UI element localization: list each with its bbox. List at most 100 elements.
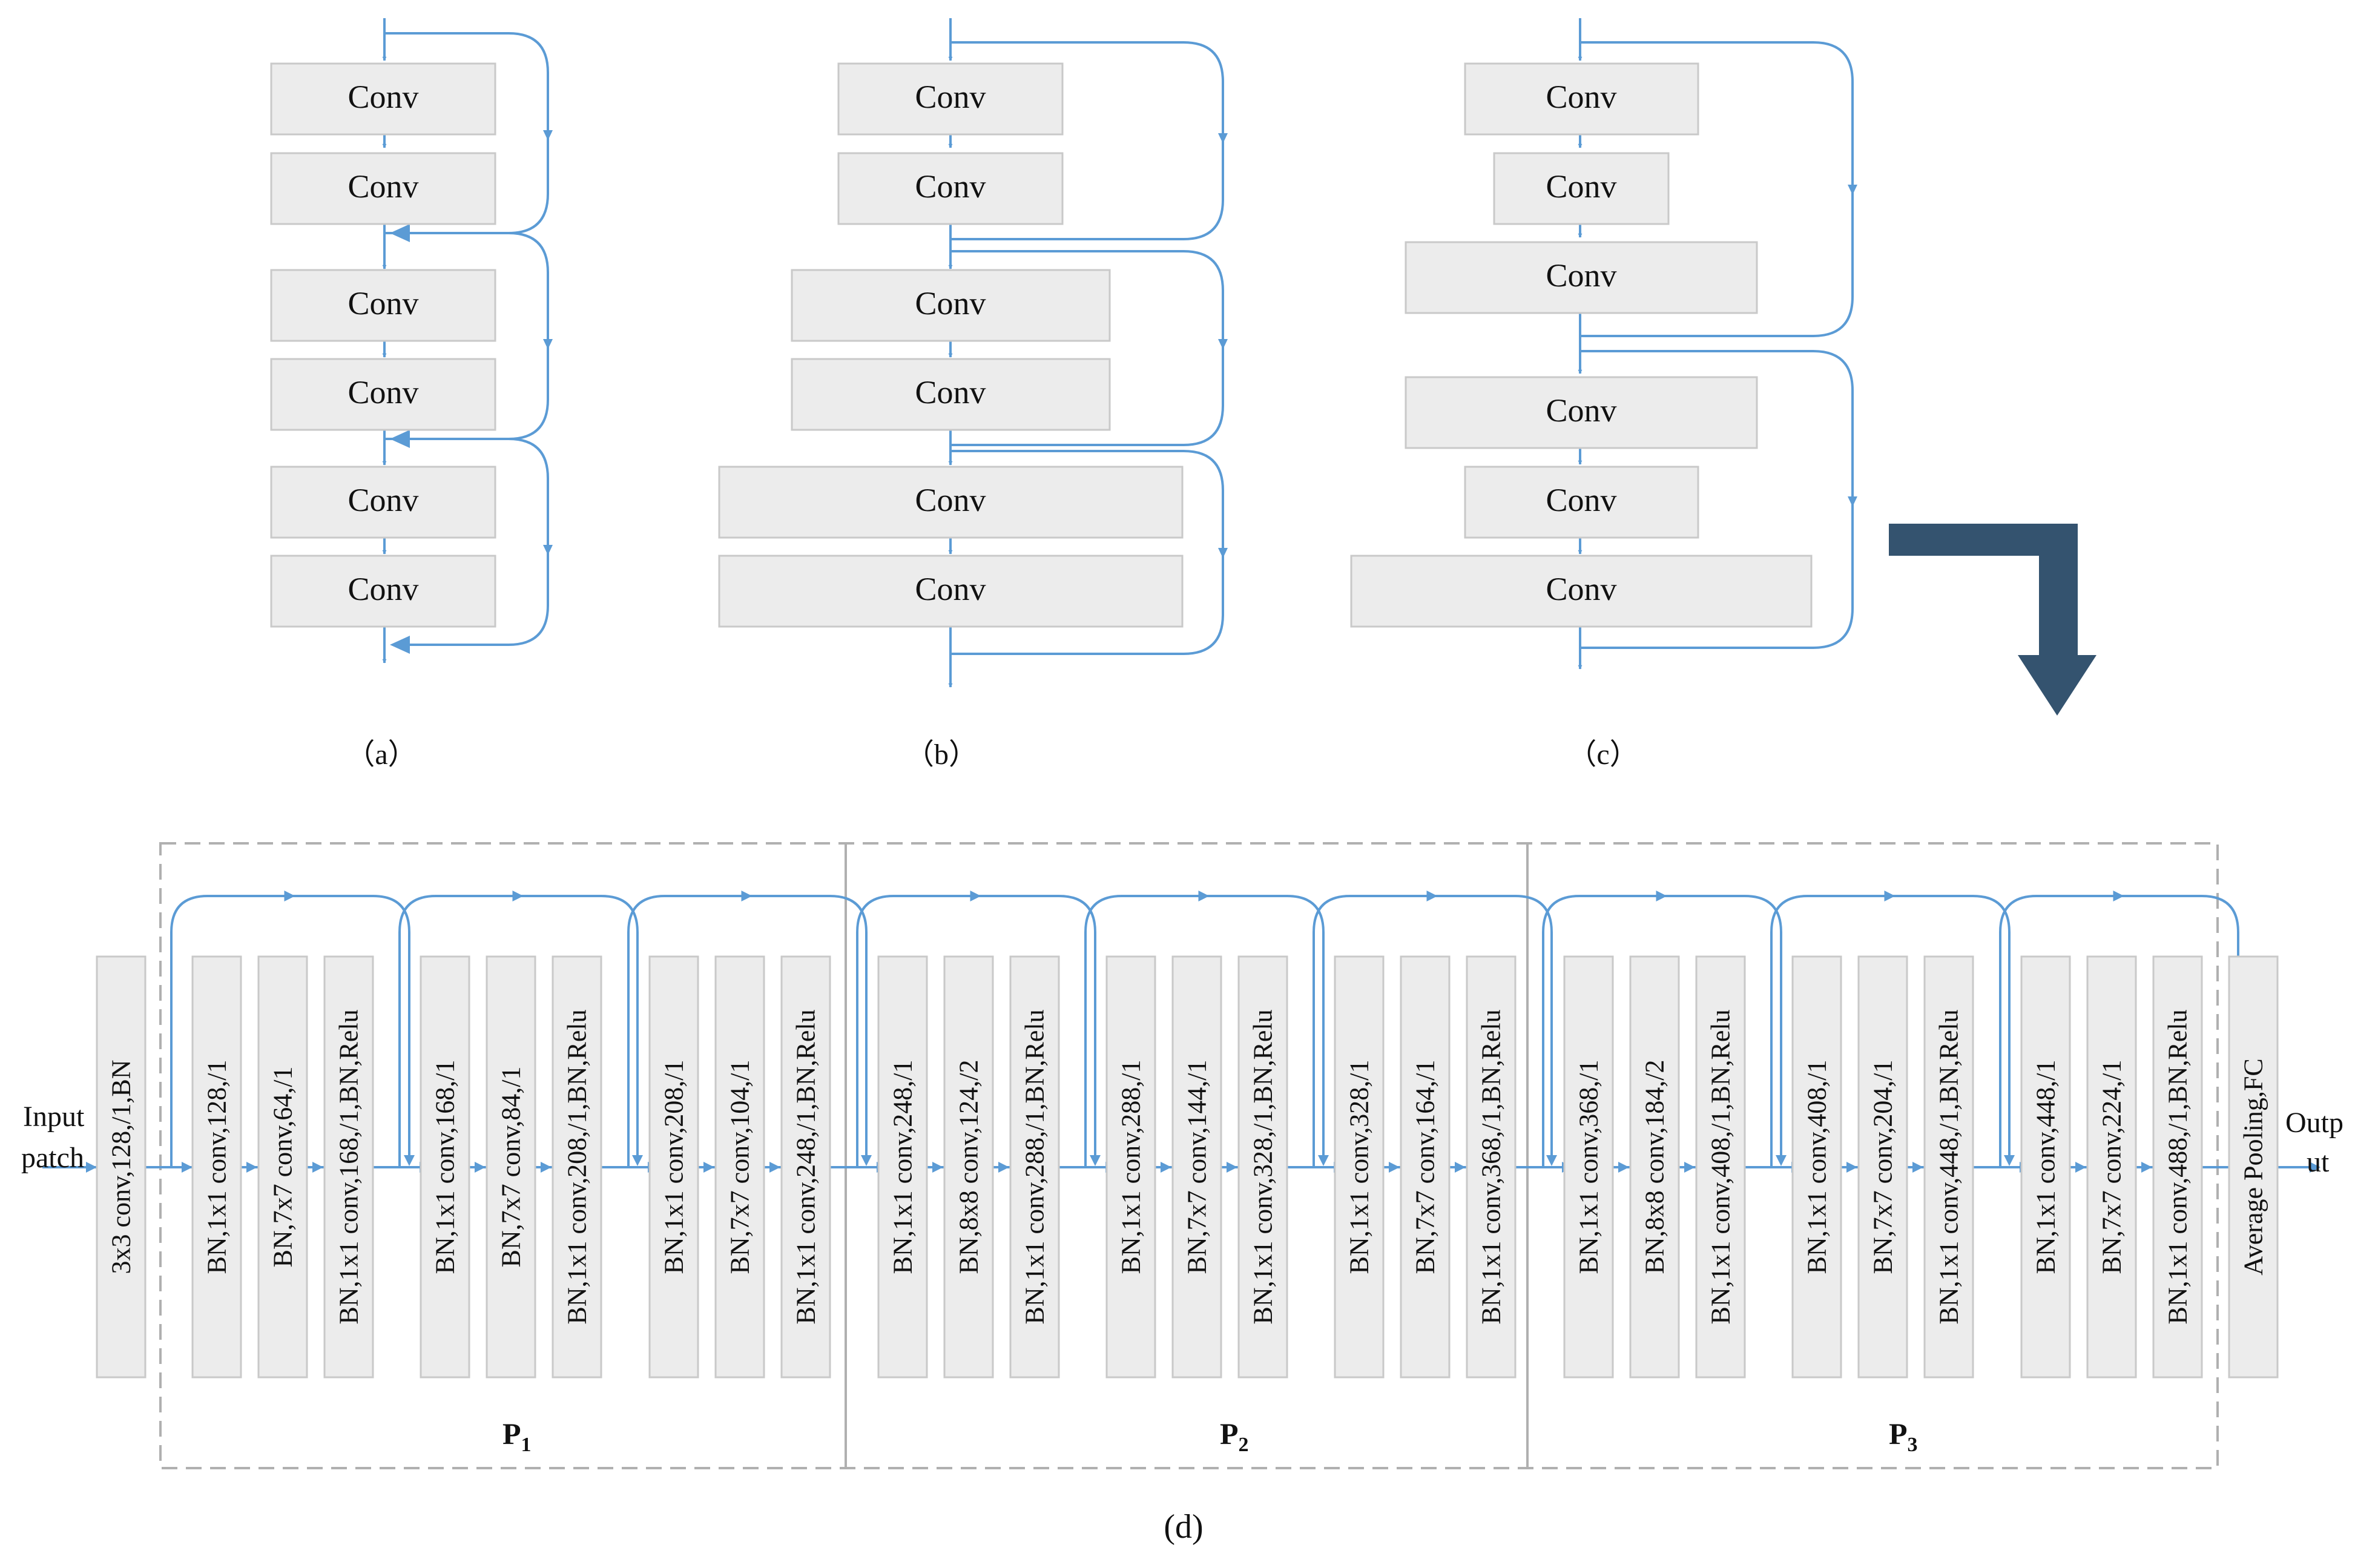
panel-d-merge-arrow [1776, 1155, 1787, 1166]
panel-d-output-label: ut [2307, 1146, 2330, 1178]
panel-d-layer-block [1629, 955, 1680, 1379]
panel-d-layer-block [1857, 955, 1908, 1379]
panel-d-layer-block [714, 955, 765, 1379]
panel-d-layer-label: BN,1x1 conv,328,/1,BN,Relu [1248, 1009, 1278, 1324]
panel-d-input-label: patch [21, 1142, 84, 1174]
panel-c-conv-label: Conv [1546, 392, 1616, 429]
panel-d-layer-block [1105, 955, 1156, 1379]
panel-c: Conv Conv Conv Conv Conv Conv （c） [1350, 18, 1857, 771]
panel-d-layer-block [1695, 955, 1746, 1379]
panel-d-flow-arrow [998, 1162, 1009, 1173]
panel-b-conv-block [837, 152, 1064, 225]
panel-d-flow-arrow [2075, 1162, 2086, 1173]
panel-d-layer-label: BN,1x1 conv,328,/1 [1345, 1059, 1374, 1274]
panel-d-layer-block [323, 955, 374, 1379]
panel-d-layer-block [1334, 955, 1385, 1379]
panel-d-layer-label: BN,1x1 conv,248,/1,BN,Relu [791, 1009, 821, 1324]
panel-d-layer-block [420, 955, 470, 1379]
panel-d-merge-arrow [861, 1155, 872, 1166]
panel-c-conv-label: Conv [1546, 482, 1616, 518]
panel-a-conv-block [270, 555, 496, 628]
panel-d-layer-block [1466, 955, 1517, 1379]
panel-d-layer-block [943, 955, 994, 1379]
panel-b-conv-label: Conv [915, 285, 986, 321]
panel-b-conv-label: Conv [915, 482, 986, 518]
panel-a-conv-block [270, 62, 496, 136]
panel-d-flow-arrow [246, 1162, 257, 1173]
panel-d-layer-block [877, 955, 928, 1379]
panel-d-output-arrow [2310, 1162, 2320, 1173]
panel-d-group-label: P1 [502, 1417, 532, 1456]
panel-b-conv-block [718, 555, 1184, 628]
panel-d-merge-arrow [1090, 1155, 1101, 1166]
panel-a-skip-arrow [543, 545, 553, 555]
panel-d-layer-label: BN,1x1 conv,168,/1,BN,Relu [334, 1009, 364, 1324]
panel-a-skip-2 [384, 232, 549, 440]
panel-d-layer-block [2152, 955, 2203, 1379]
panel-b-conv-label: Conv [915, 168, 986, 205]
panel-b-conv-block [837, 62, 1064, 136]
panel-d-merge-arrow [404, 1155, 415, 1166]
panel-d-group-label: P3 [1889, 1417, 1918, 1456]
panel-d-layer-label: BN,7x7 conv,204,/1 [1868, 1059, 1898, 1274]
panel-d-layer-block [648, 955, 699, 1379]
panel-c-caption: （c） [1567, 739, 1638, 771]
panel-d-layer-label: BN,1x1 conv,408,/1,BN,Relu [1706, 1009, 1736, 1324]
panel-b: Conv Conv Conv Conv Conv Conv （b） [718, 18, 1228, 771]
panel-b-conv-block [791, 269, 1111, 342]
panel-d-layer-label: BN,7x7 conv,224,/1 [2097, 1059, 2127, 1274]
panel-d-layer-label: BN,8x8 conv,124,/2 [954, 1059, 984, 1274]
panel-d-skip-arrow [1656, 891, 1667, 901]
panel-d-layer-block [552, 955, 602, 1379]
panel-a-caption: （a） [346, 739, 417, 771]
panel-d-layer-label: BN,1x1 conv,288,/1 [1116, 1059, 1146, 1274]
panel-d-layer-block [2020, 955, 2071, 1379]
panel-b-conv-label: Conv [915, 571, 986, 607]
panel-d-layer-label: BN,1x1 conv,288,/1,BN,Relu [1020, 1009, 1050, 1324]
panel-a-conv-label: Conv [347, 571, 418, 607]
panel-d-merge-arrow [1318, 1155, 1329, 1166]
panel-d-first-label: 3x3 conv,128,/1,BN [107, 1059, 136, 1274]
panel-d-flow-arrow [1618, 1162, 1629, 1173]
panel-d-layer-label: BN,1x1 conv,208,/1 [659, 1059, 689, 1274]
panel-d-skip-arrow [512, 891, 524, 901]
panel-d-merge-arrow [1546, 1155, 1557, 1166]
panel-d-flow-arrow [1684, 1162, 1695, 1173]
panel-d-layer-block [486, 955, 536, 1379]
panel-d-flow-arrow [2141, 1162, 2152, 1173]
panel-d-caption: (d) [1164, 1508, 1203, 1546]
panel-d-layer-label: BN,7x7 conv,144,/1 [1182, 1059, 1212, 1274]
flow-bent-arrow-icon [1889, 524, 2096, 716]
panel-d-flow-arrow [541, 1162, 552, 1173]
panel-d-flow-arrow [1389, 1162, 1400, 1173]
panel-a-conv-label: Conv [347, 374, 418, 410]
panel-c-skip-arrow [1848, 185, 1857, 195]
panel-c-skip-arrow [1848, 496, 1857, 507]
panel-a-conv-block [270, 269, 496, 342]
panel-d-flow-arrow [475, 1162, 486, 1173]
panel-d-layer-label: BN,7x7 conv,164,/1 [1411, 1059, 1440, 1274]
panel-d-flow-arrow [932, 1162, 943, 1173]
panel-b-conv-block [791, 358, 1111, 431]
panel-d-layer-label: BN,1x1 conv,448,/1,BN,Relu [1934, 1009, 1964, 1324]
panel-a-skip-3 [384, 438, 549, 646]
panel-b-caption: （b） [905, 739, 978, 771]
panel-c-conv-block [1405, 376, 1758, 449]
panel-d-layer-label: BN,7x7 conv,64,/1 [268, 1066, 298, 1267]
panel-a-conv-label: Conv [347, 168, 418, 205]
panel-d-skip-arrow [1426, 891, 1438, 901]
panel-d-layer-block [1009, 955, 1060, 1379]
panel-b-skip-arrow [1218, 339, 1228, 349]
panel-d-flow-arrow [182, 1162, 193, 1173]
panel-c-conv-block [1350, 555, 1813, 628]
panel-d-flow-arrow [86, 1162, 97, 1173]
panel-d-layer-label: BN,8x8 conv,184,/2 [1640, 1059, 1670, 1274]
panel-d-layer-block [191, 955, 242, 1379]
panel-d-merge-arrow [632, 1155, 643, 1166]
panel-d-layer-label: BN,7x7 conv,104,/1 [725, 1059, 755, 1274]
panel-d-skip-arrow [970, 891, 981, 901]
panel-d-merge-arrow [2004, 1155, 2015, 1166]
panel-d-flow-arrow [1161, 1162, 1171, 1173]
panel-d-layer-block [780, 955, 831, 1379]
